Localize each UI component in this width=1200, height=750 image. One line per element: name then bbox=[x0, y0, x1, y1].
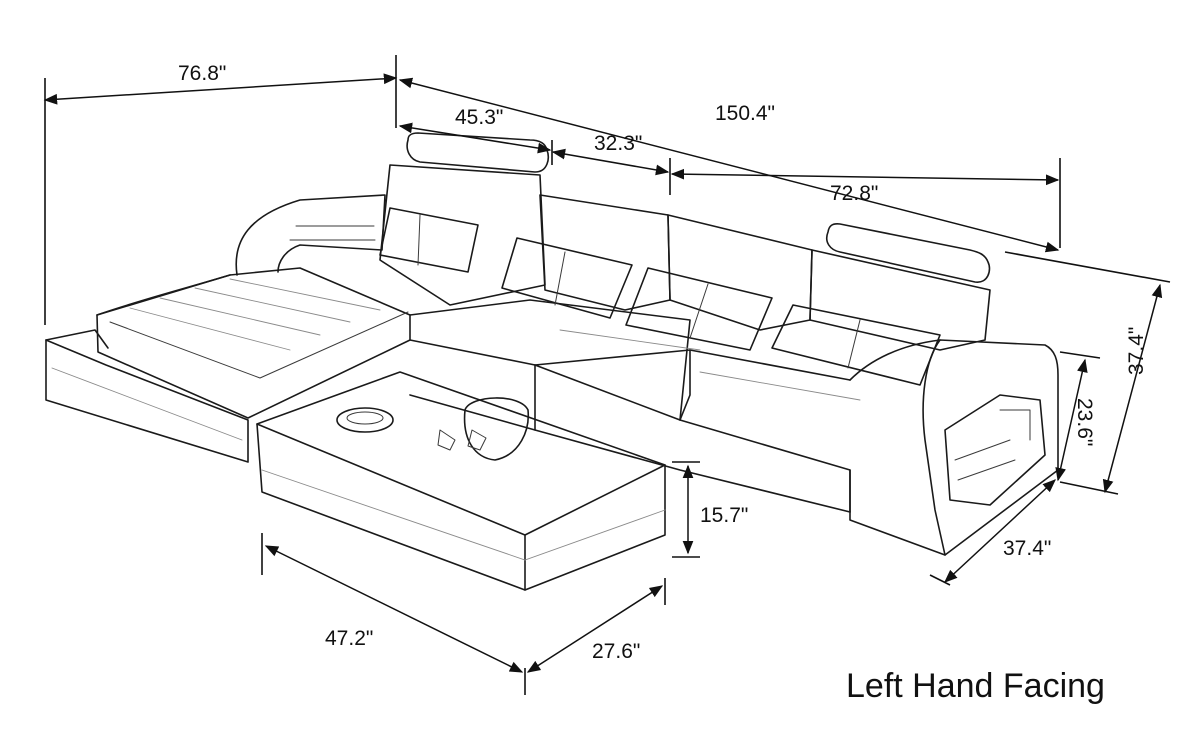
label-arm-height: 23.6" bbox=[1073, 398, 1096, 446]
label-chaise-length: 76.8" bbox=[178, 62, 226, 85]
label-table-length: 47.2" bbox=[325, 627, 373, 650]
label-total-width: 150.4" bbox=[715, 102, 775, 125]
label-table-depth: 27.6" bbox=[592, 640, 640, 663]
bowl bbox=[336, 407, 394, 433]
label-back-height: 37.4" bbox=[1125, 327, 1148, 375]
label-right-section-width: 72.8" bbox=[830, 182, 878, 205]
caption: Left Hand Facing bbox=[846, 667, 1105, 705]
pillow-2 bbox=[501, 237, 633, 319]
sofa-illustration bbox=[45, 132, 1059, 591]
label-chaise-seat-width: 45.3" bbox=[455, 106, 503, 129]
vase bbox=[463, 397, 530, 461]
pillow-3 bbox=[625, 267, 773, 351]
coffee-table-top bbox=[256, 371, 666, 536]
pillow-1 bbox=[379, 207, 479, 273]
pillow-4 bbox=[771, 304, 941, 386]
label-overall-depth: 37.4" bbox=[1003, 537, 1051, 560]
dimension-lines bbox=[43, 55, 1171, 695]
label-middle-seat-width: 32.3" bbox=[594, 132, 642, 155]
label-table-height: 15.7" bbox=[700, 504, 748, 527]
